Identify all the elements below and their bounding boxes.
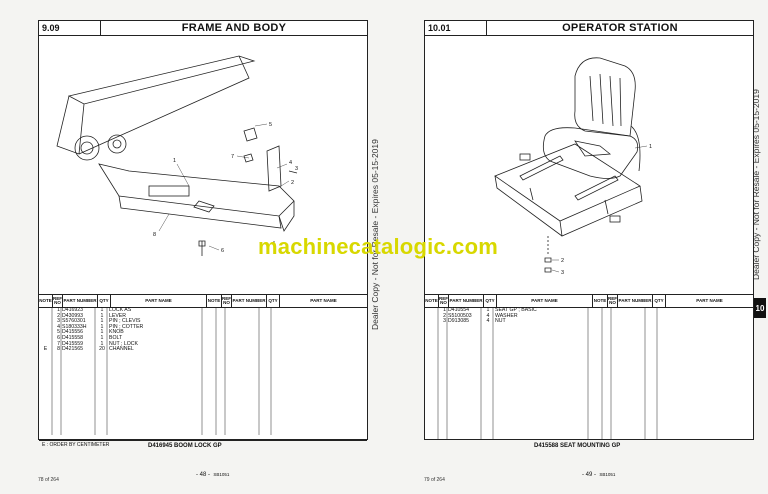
col-part-name: PART NAME: [497, 295, 593, 307]
seat-mounting-drawing: 1 2 3: [494, 57, 652, 276]
col-part-name-2: PART NAME: [696, 297, 723, 303]
right-page-number: - 49 - SB1051: [582, 472, 616, 478]
col-part-number-2: PART NUMBER: [618, 295, 653, 307]
left-section-number: 9.09: [39, 21, 101, 35]
col-note: NOTE: [425, 295, 439, 307]
left-catalog-page: 9.09 FRAME AND BODY: [38, 20, 368, 448]
left-footnote: E : ORDER BY CENTIMETER: [39, 440, 367, 449]
right-callout-1: 1: [649, 144, 652, 150]
col-part-name: PART NAME: [111, 295, 207, 307]
left-callout-1: 1: [173, 158, 176, 164]
left-callout-5: 5: [269, 122, 272, 128]
left-page-title: FRAME AND BODY: [181, 22, 287, 34]
col-qty: QTY: [98, 295, 111, 307]
left-sheet-count: 78 of 264: [38, 477, 59, 483]
right-catalog-page: 10.01 OPERATOR STATION: [424, 20, 754, 440]
right-parts-table: NOTE REF NO PART NUMBER QTY PART NAME NO…: [425, 294, 753, 439]
col-note: NOTE: [39, 295, 53, 307]
watermark: machinecatalogic.com: [258, 234, 498, 259]
col-ref: REF NO: [53, 295, 63, 307]
col-part-number: PART NUMBER: [449, 295, 484, 307]
right-column-rules: [437, 307, 658, 439]
boom-lock-drawing: 5 1 7 8 2 4 6 3: [56, 55, 298, 256]
col-qty-2: QTY: [267, 295, 280, 307]
left-callout-2: 2: [291, 180, 294, 186]
right-page-header: 10.01 OPERATOR STATION: [425, 21, 753, 36]
left-parts-table: NOTE REF NO PART NUMBER QTY PART NAME NO…: [39, 294, 367, 448]
left-callout-7: 7: [231, 154, 234, 160]
col-qty: QTY: [484, 295, 497, 307]
col-note-2: NOTE: [207, 295, 222, 307]
col-part-number-2: PART NUMBER: [232, 295, 267, 307]
right-sheet-count: 79 of 264: [424, 477, 445, 483]
right-caption: D415588 SEAT MOUNTING GP: [534, 443, 621, 449]
section-tab: 10: [754, 298, 766, 318]
left-page-number: - 48 - SB1051: [196, 472, 230, 478]
right-table-header: NOTE REF NO PART NUMBER QTY PART NAME NO…: [425, 295, 753, 308]
left-table-header: NOTE REF NO PART NUMBER QTY PART NAME NO…: [39, 295, 367, 308]
col-ref-2: REF NO: [608, 295, 618, 307]
right-section-number: 10.01: [425, 21, 487, 35]
col-part-name-2: PART NAME: [310, 297, 337, 303]
col-ref-2: REF NO: [222, 295, 232, 307]
left-callout-3: 3: [295, 166, 298, 172]
left-callout-8: 8: [153, 232, 156, 238]
right-callout-3: 3: [561, 270, 564, 276]
right-callout-2: 2: [561, 258, 564, 264]
left-page-header: 9.09 FRAME AND BODY: [39, 21, 367, 36]
col-part-number: PART NUMBER: [63, 295, 98, 307]
left-callout-6: 6: [221, 248, 224, 254]
left-caption: D416945 BOOM LOCK GP: [148, 443, 222, 449]
col-note-2: NOTE: [593, 295, 608, 307]
left-callout-4: 4: [289, 160, 292, 166]
col-qty-2: QTY: [653, 295, 666, 307]
col-ref: REF NO: [439, 295, 449, 307]
right-page-title: OPERATOR STATION: [562, 22, 678, 34]
